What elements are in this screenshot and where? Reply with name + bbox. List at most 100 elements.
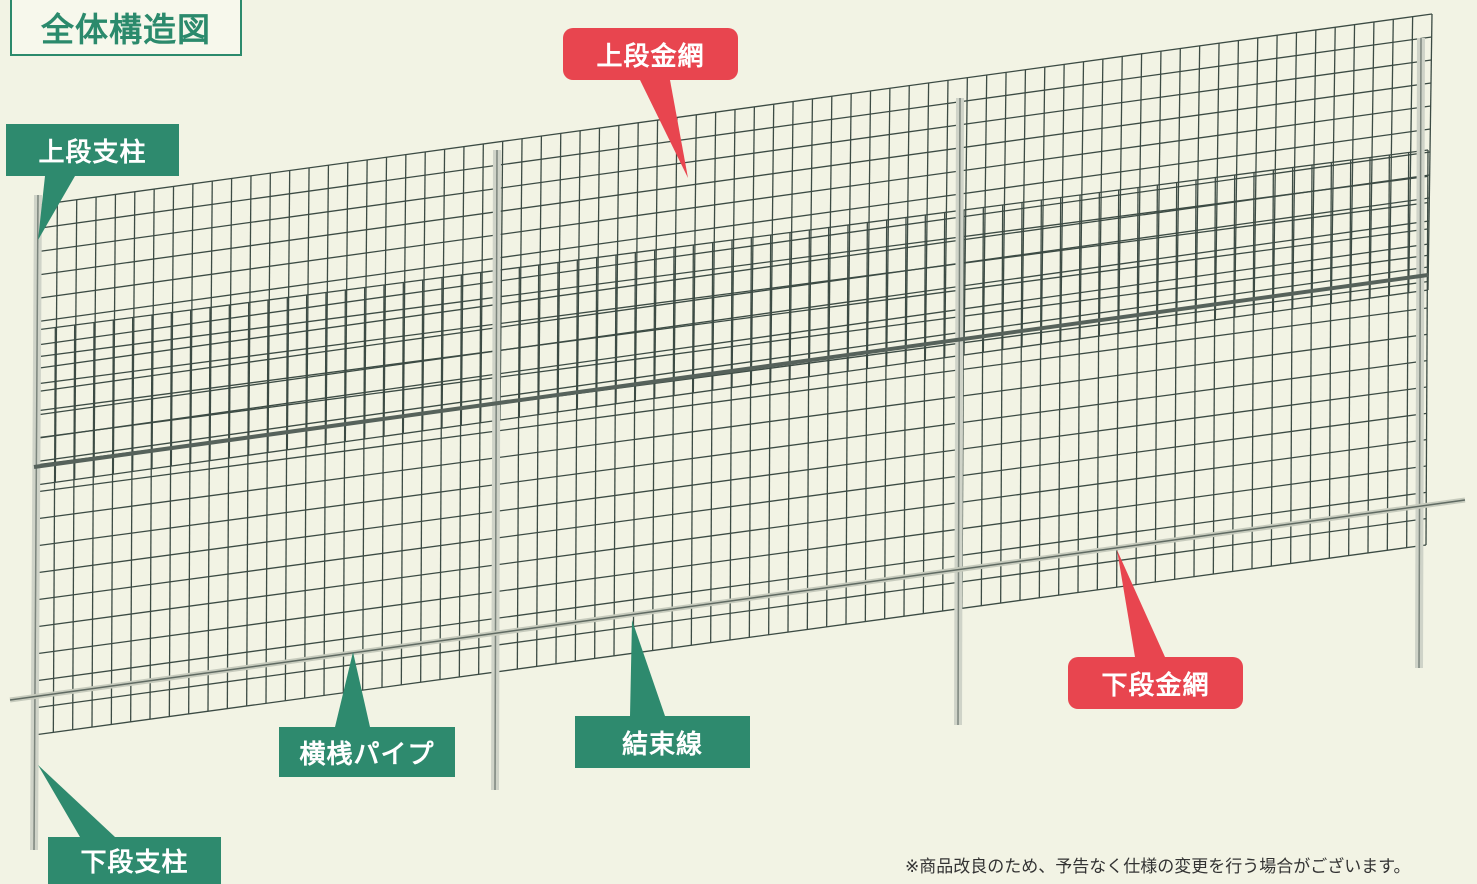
lower-mesh-vertical-wire (1116, 189, 1120, 588)
lower-mesh-vertical-wire (207, 307, 211, 712)
lower-mesh-horizontal-wire (35, 175, 1428, 358)
lower-mesh-vertical-wire (516, 267, 520, 670)
lower-mesh-vertical-wire (942, 212, 946, 611)
lower-mesh-vertical-wire (1174, 182, 1178, 580)
lower-mesh-vertical-wire (1000, 204, 1004, 604)
upper-mesh-horizontal-wire (37, 36, 1432, 229)
lower-mesh-vertical-wire (884, 219, 888, 619)
label-cross-pipe: 横桟パイプ (279, 727, 455, 777)
lower-mesh-vertical-wire (188, 309, 192, 714)
lower-mesh-vertical-wire (1232, 174, 1236, 572)
lower-mesh-vertical-wire (632, 252, 636, 654)
upper-mesh-horizontal-wire (37, 13, 1433, 206)
lower-mesh-vertical-wire (1425, 149, 1429, 546)
lower-mesh-vertical-wire (265, 299, 269, 704)
lower-mesh-vertical-wire (613, 254, 617, 656)
lower-mesh-vertical-wire (536, 264, 540, 667)
upper-mesh-horizontal-wire (36, 174, 1430, 369)
lower-mesh-horizontal-wire (34, 518, 1427, 709)
lower-mesh-vertical-wire (671, 247, 675, 648)
lower-mesh-pointer (1117, 550, 1165, 657)
lower-mesh-vertical-wire (845, 224, 849, 625)
lower-mesh-horizontal-wire (34, 333, 1428, 520)
lower-mesh-vertical-wire (110, 319, 114, 725)
upper-mesh-horizontal-wire (37, 128, 1431, 323)
lower-mesh-vertical-wire (555, 262, 559, 664)
lower-mesh-vertical-wire (478, 272, 482, 675)
lower-mesh-vertical-wire (1019, 202, 1023, 601)
upper-mesh-horizontal-wire (36, 243, 1429, 439)
upper-mesh-horizontal-wire (36, 197, 1430, 393)
upper-mesh-horizontal-wire (37, 105, 1431, 299)
lower-mesh-vertical-wire (980, 207, 984, 606)
lower-mesh-vertical-wire (1328, 162, 1332, 559)
lower-mesh-vertical-wire (1058, 197, 1062, 596)
lower-mesh-vertical-wire (284, 297, 288, 701)
label-binding-wire: 結束線 (575, 716, 750, 768)
lower-mesh-vertical-wire (1270, 169, 1274, 567)
lower-mesh-horizontal-wire (33, 544, 1427, 736)
upper-mesh-horizontal-wire (35, 289, 1429, 486)
diagram-title: 全体構造図 (10, 0, 242, 56)
lower-mesh-vertical-wire (342, 289, 346, 693)
lower-mesh-vertical-wire (864, 222, 868, 622)
lower-mesh-vertical-wire (52, 327, 56, 733)
lower-mesh-vertical-wire (903, 217, 907, 617)
lower-mesh-vertical-wire (574, 259, 578, 662)
lower-mesh-vertical-wire (1348, 159, 1352, 556)
upper-mesh-horizontal-wire (36, 266, 1429, 463)
lower-mesh-vertical-wire (1135, 187, 1139, 585)
lower-mesh-horizontal-wire (35, 202, 1428, 385)
lower-mesh-vertical-wire (323, 292, 327, 696)
lower-mesh-vertical-wire (91, 322, 95, 728)
lower-mesh-vertical-wire (652, 249, 656, 651)
label-lower-post: 下段支柱 (48, 837, 221, 884)
fence-posts (30, 37, 1425, 851)
lower-mesh-vertical-wire (1251, 172, 1255, 569)
lower-mesh-vertical-wire (710, 242, 714, 643)
lower-mesh-vertical-wire (72, 324, 76, 730)
lower-mesh-horizontal-wire (34, 465, 1427, 655)
post-edge (1418, 37, 1422, 669)
lower-mesh-horizontal-wire (35, 228, 1428, 412)
upper-mesh-horizontal-wire (37, 59, 1432, 253)
lower-mesh-vertical-wire (381, 284, 385, 688)
lower-mesh-vertical-wire (420, 279, 424, 683)
lower-mesh-vertical-wire (439, 277, 443, 680)
lower-mesh-vertical-wire (1193, 179, 1197, 577)
lower-mesh-vertical-wire (304, 294, 308, 699)
lower-mesh-vertical-wire (1212, 177, 1216, 575)
lower-mesh-vertical-wire (1290, 167, 1294, 564)
lower-mesh-horizontal-wire (34, 360, 1428, 547)
post-edge (494, 149, 498, 791)
lower-mesh-vertical-wire (787, 232, 791, 633)
lower-wire-mesh (33, 149, 1429, 736)
upper-wire-mesh (35, 13, 1433, 486)
lower-mesh-vertical-wire (594, 257, 598, 659)
lower-mesh-vertical-wire (748, 237, 752, 638)
lower-mesh-vertical-wire (130, 317, 134, 722)
lower-mesh-vertical-wire (729, 239, 733, 641)
lower-mesh-vertical-wire (1154, 184, 1158, 582)
lower-post-pointer (38, 765, 115, 837)
lower-mesh-vertical-wire (690, 244, 694, 646)
lower-mesh-vertical-wire (826, 227, 830, 627)
lower-mesh-vertical-wire (1367, 157, 1371, 553)
lower-mesh-vertical-wire (1096, 192, 1100, 590)
lower-mesh-vertical-wire (1406, 152, 1410, 548)
upper-post-pointer (38, 176, 75, 240)
lower-mesh-vertical-wire (168, 312, 172, 717)
lower-mesh-vertical-wire (1077, 194, 1081, 593)
lower-mesh-horizontal-wire (34, 412, 1427, 601)
spec-change-note: ※商品改良のため、予告なく仕様の変更を行う場合がございます。 (905, 857, 1411, 877)
lower-mesh-vertical-wire (226, 304, 230, 709)
lower-mesh-vertical-wire (400, 282, 404, 685)
label-lower-mesh: 下段金網 (1068, 657, 1243, 709)
lower-mesh-vertical-wire (246, 302, 250, 706)
lower-mesh-horizontal-wire (35, 149, 1429, 331)
lower-mesh-vertical-wire (806, 229, 810, 630)
lower-mesh-vertical-wire (362, 287, 366, 691)
lower-mesh-vertical-wire (149, 314, 153, 720)
lower-mesh-vertical-wire (1038, 199, 1042, 598)
